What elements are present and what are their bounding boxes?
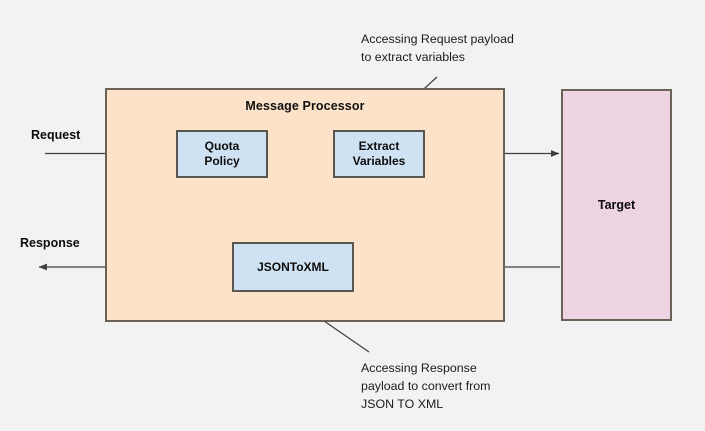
policy-extract-line2: Variables [352,154,406,168]
request-annotation-line2: to extract variables [361,49,465,64]
response-annotation-line1: Accessing Response [361,361,477,375]
policy-box-quota[interactable]: Quota Policy [176,130,268,178]
response-annotation-line3: JSON TO XML [361,396,444,411]
policy-extract-line1: Extract [358,139,400,153]
policy-quota-line1: Quota [204,139,240,153]
request-label: Request [31,128,81,142]
response-label: Response [20,236,80,250]
target-box[interactable]: Target [561,89,672,321]
policy-quota-line2: Policy [204,154,240,168]
response-annotation-line2: payload to convert from [361,378,491,393]
message-processor-label: Message Processor [245,99,365,113]
request-annotation-line1: Accessing Request payload [361,32,514,46]
policy-box-extract-variables[interactable]: Extract Variables [333,130,425,178]
policy-jsontoxml-line1: JSONToXML [257,259,329,274]
response-annotation: Accessing Response payload to convert fr… [361,360,490,414]
request-annotation: Accessing Request payload to extract var… [361,31,514,67]
policy-box-jsontoxml[interactable]: JSONToXML [232,242,354,292]
target-label: Target [597,198,636,212]
